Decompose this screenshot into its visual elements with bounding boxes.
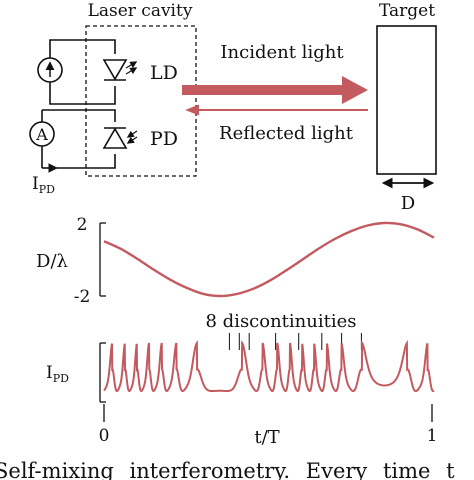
ipd-label: IPD (32, 174, 55, 196)
target-displacement-label: D (401, 193, 415, 214)
figure-caption: Self-mixing interferometry. Every time t (0, 459, 455, 480)
target-box (376, 25, 437, 175)
signal-curve (103, 339, 435, 393)
disp-ytick-top: 2 (77, 215, 88, 235)
laser-cavity-label: Laser cavity (88, 1, 193, 21)
pd-circuit: A (29, 109, 138, 173)
reflected-light-label: Reflected light (219, 123, 354, 144)
disp-ylabel: D/λ (36, 251, 68, 272)
displacement-plot: 2 -2 D/λ (36, 215, 435, 307)
x-axis-label: t/T (254, 427, 279, 448)
ammeter-icon (29, 121, 55, 147)
laser-cavity-box (85, 25, 197, 177)
incident-light-label: Incident light (220, 42, 344, 63)
incident-beam-arrow (182, 76, 368, 104)
target-label: Target (379, 1, 435, 21)
displacement-curve (103, 221, 435, 298)
photodiode-icon (102, 122, 138, 154)
x-tick-0: 0 (99, 426, 110, 446)
ld-circuit (37, 39, 138, 105)
ld-label: LD (150, 62, 178, 84)
disp-ytick-bottom: -2 (74, 287, 91, 307)
x-tick-1: 1 (427, 426, 438, 446)
discontinuities-label: 8 discontinuities (205, 311, 356, 332)
sig-ylabel: IPD (46, 363, 69, 385)
ammeter-label: A (35, 125, 48, 144)
pd-label: PD (150, 128, 178, 150)
laser-diode-icon (102, 54, 138, 86)
signal-plot: IPD 8 discontinuities 0 1 t/T (46, 311, 437, 448)
